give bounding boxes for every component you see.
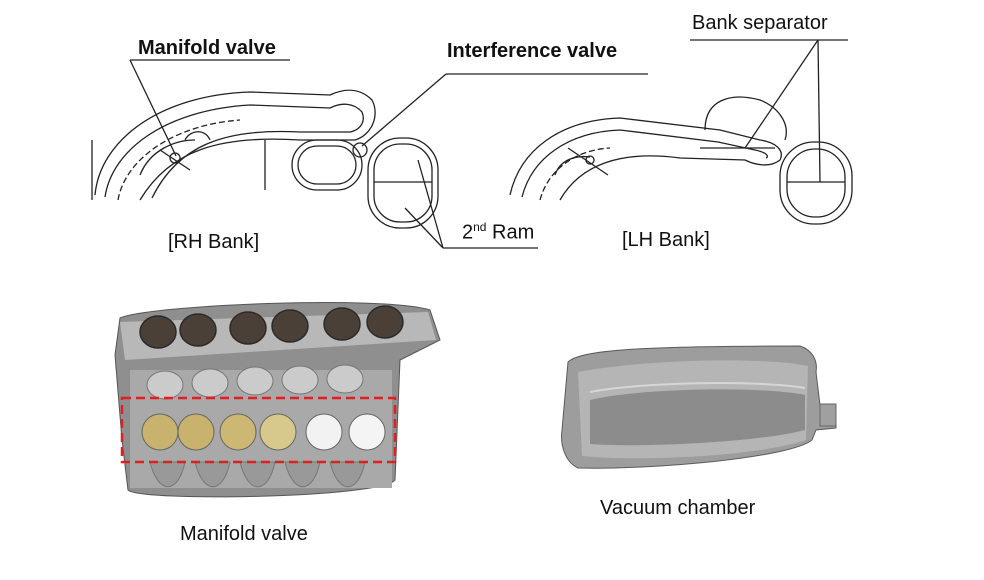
rh-outer-passage (94, 89, 376, 201)
lh-bank-label: [LH Bank] (622, 229, 710, 251)
bank-separator-label: Bank separator (692, 12, 828, 34)
lh-inner-passage (521, 129, 769, 198)
second-ram-superscript: nd (473, 220, 487, 234)
manifold-valve-label: Manifold valve (138, 37, 276, 59)
rh-inner-passage (104, 103, 364, 199)
bank-separator-leader-1 (744, 39, 819, 149)
rh-runner-2-inner (373, 143, 433, 223)
lh-plenum-bump (704, 96, 787, 141)
lh-runner-inner (786, 148, 846, 218)
lh-outer-passage (509, 117, 782, 201)
manifold-valve-caption: Manifold valve (180, 523, 308, 545)
rh-bank-label: [RH Bank] (168, 231, 260, 253)
rh-runner-1 (291, 139, 363, 191)
rh-runner-1-inner (297, 145, 357, 185)
vacuum-chamber-caption: Vacuum chamber (600, 497, 756, 519)
manifold-valve-photo (114, 302, 441, 498)
manifold-valve-leader (129, 59, 177, 157)
interference-valve-symbol (352, 142, 368, 158)
rh-runner-2 (367, 137, 439, 229)
second-ram-text: Ram (486, 221, 535, 244)
lh-runner (779, 141, 853, 225)
second-ram-number: 2 (462, 221, 474, 244)
rh-centerline (117, 119, 241, 201)
bank-separator-leader-2 (817, 39, 821, 183)
interference-valve-leader (361, 73, 447, 147)
vacuum-chamber-photo (561, 345, 837, 469)
interference-valve-label: Interference valve (447, 40, 618, 62)
second-ram-label: 2nd Ram (462, 220, 534, 245)
second-ram-leader-2 (417, 159, 444, 249)
second-ram-leader-1 (404, 207, 444, 249)
